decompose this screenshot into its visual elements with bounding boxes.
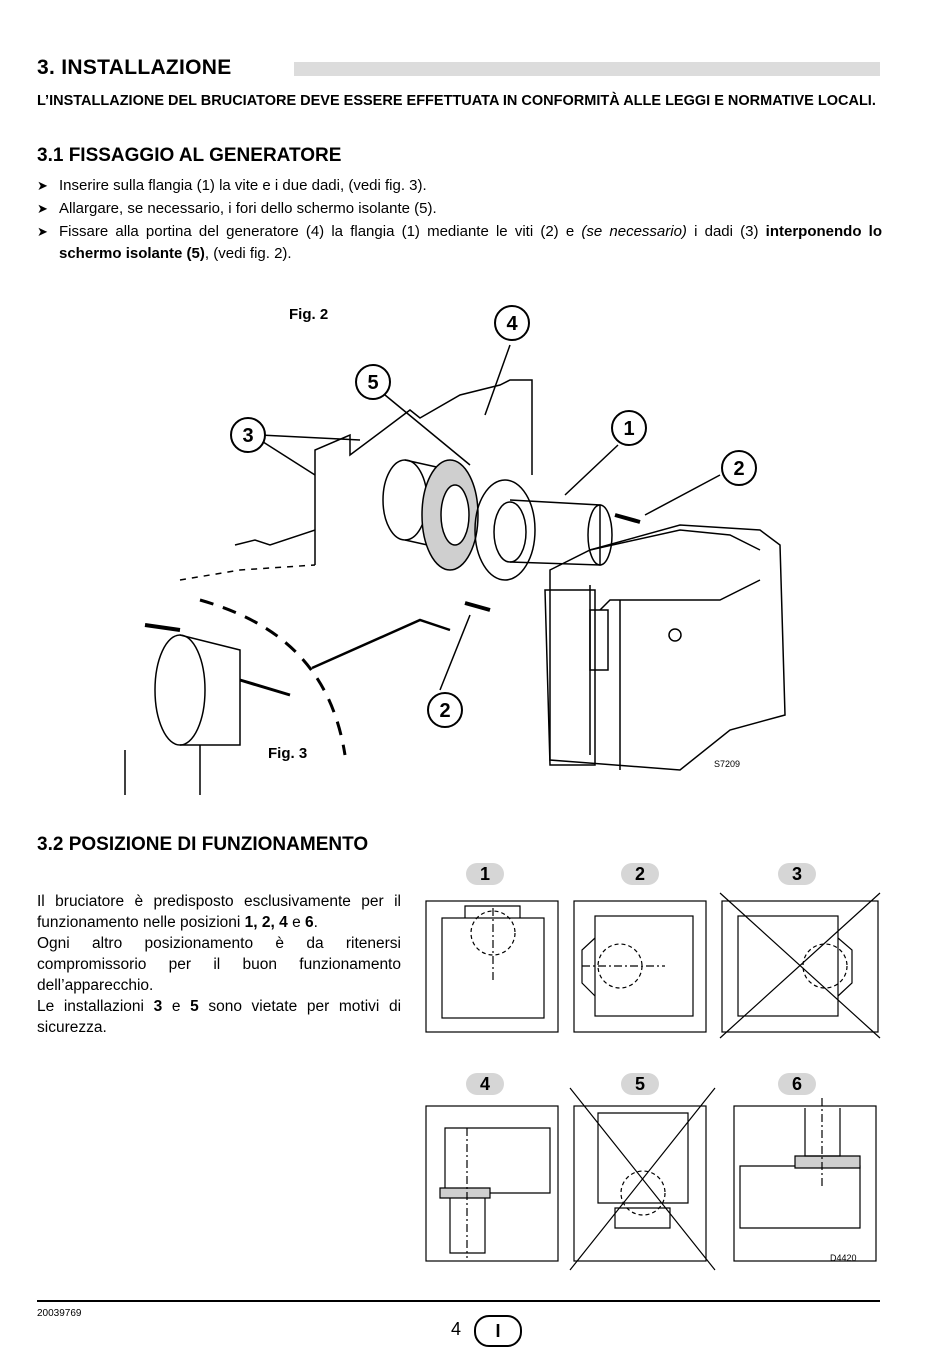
position-number: 3 bbox=[778, 863, 816, 885]
callout-label: 1 bbox=[623, 418, 634, 440]
fig3-label: Fig. 3 bbox=[268, 745, 308, 762]
arrow-icon: ➤ bbox=[37, 201, 48, 216]
fig2-label: Fig. 2 bbox=[289, 306, 329, 323]
figure-code: S7209 bbox=[714, 759, 741, 769]
diagram-code: D4420 bbox=[830, 1253, 857, 1263]
footer-rule bbox=[37, 1300, 880, 1302]
section-title-posizione: 3.2 POSIZIONE DI FUNZIONAMENTO bbox=[37, 834, 369, 855]
bullet-item: ➤Allargare, se necessario, i fori dello … bbox=[37, 198, 882, 220]
section-title-installazione: 3. INSTALLAZIONE bbox=[37, 56, 232, 79]
page-number: 4 bbox=[451, 1319, 462, 1339]
position-number: 4 bbox=[466, 1073, 504, 1095]
position-number: 2 bbox=[621, 863, 659, 885]
position-number: 5 bbox=[621, 1073, 659, 1095]
arrow-icon: ➤ bbox=[37, 178, 48, 193]
position-number: 6 bbox=[778, 1073, 816, 1095]
callout-label: 5 bbox=[367, 372, 378, 394]
callout-label: 3 bbox=[242, 425, 253, 447]
bullet-item: ➤Inserire sulla flangia (1) la vite e i … bbox=[37, 175, 882, 197]
bullet-item: ➤Fissare alla portina del generatore (4)… bbox=[37, 223, 883, 262]
operating-positions-diagram bbox=[425, 892, 881, 1271]
document-number: 20039769 bbox=[37, 1308, 82, 1319]
burner-exploded-illustration: 4 5 3 1 2 2 bbox=[124, 305, 786, 795]
callout-label: 4 bbox=[506, 313, 518, 335]
operating-position-text: Il bruciatore è predisposto esclusivamen… bbox=[37, 893, 402, 1036]
title-rule bbox=[294, 62, 880, 76]
callout-label: 2 bbox=[733, 458, 744, 480]
position-number: 1 bbox=[466, 863, 504, 885]
section-title-fissaggio: 3.1 FISSAGGIO AL GENERATORE bbox=[37, 145, 342, 166]
callout-label: 2 bbox=[439, 700, 450, 722]
arrow-icon: ➤ bbox=[37, 224, 48, 239]
installation-warning: L’INSTALLAZIONE DEL BRUCIATORE DEVE ESSE… bbox=[37, 93, 876, 109]
language-badge: I bbox=[474, 1315, 522, 1347]
